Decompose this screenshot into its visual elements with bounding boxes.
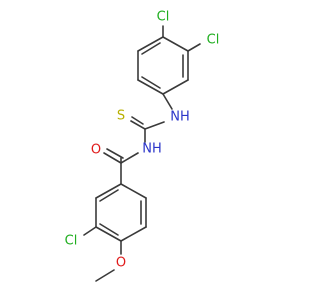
bond-ring2-d [95, 226, 122, 242]
structure-canvas: Cl Cl NH S NH O Cl O [65, 10, 220, 282]
bond-ring1-f [137, 36, 164, 52]
bond-o-ch3 [95, 269, 115, 282]
bond-ring2-f-double [99, 189, 119, 202]
bond-co-2 [106, 148, 124, 159]
bond-cl3 [83, 226, 97, 236]
bond-ring2-c [120, 226, 147, 242]
bond-cs-2 [131, 116, 144, 125]
atom-cl-top-1: Cl [157, 10, 170, 25]
bond-ring1-c [162, 79, 189, 95]
bond-ring2-a [120, 183, 147, 199]
bond-nh-cs [144, 121, 165, 130]
atom-o-methoxy: O [116, 256, 126, 271]
atom-nh-mid: NH [142, 142, 162, 157]
bond-cl2 [187, 43, 201, 52]
bond-ring1-f-double [141, 42, 161, 55]
atom-o-carbonyl: O [91, 143, 101, 158]
atom-cl-top-2: Cl [207, 33, 220, 48]
bond-ring2-d-double [99, 223, 119, 236]
bond-ring1-d-double [141, 76, 161, 89]
bond-nh-co [120, 152, 139, 164]
atom-cl-bottom: Cl [65, 234, 78, 249]
chemical-structure: Cl Cl NH S NH O Cl O [65, 10, 220, 282]
bond-ring2-f [95, 183, 122, 199]
bond-ring1-nh [162, 93, 173, 110]
atom-s: S [117, 109, 125, 124]
atom-nh-top: NH [170, 110, 190, 125]
bond-ring1-d [137, 79, 164, 95]
bond-cs-1 [130, 120, 146, 130]
bond-co-1 [103, 152, 122, 164]
bond-ring1-a [162, 36, 189, 52]
